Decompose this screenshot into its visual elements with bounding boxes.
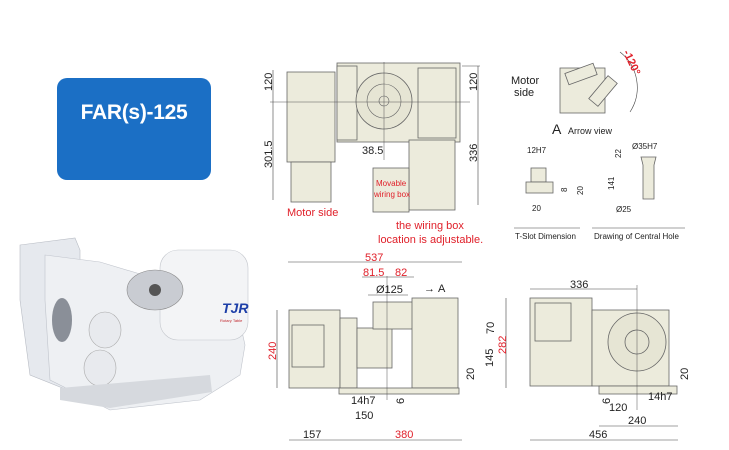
side-overall-width: 456 [589, 429, 607, 441]
arrow-view-drawing: Motor side -120° A Arrow view [511, 48, 642, 137]
front-key-height: 6 [395, 398, 407, 404]
front-dim-150: 150 [355, 410, 373, 422]
top-dim-left-top: 120 [263, 73, 275, 91]
model-title-badge: FAR(s)-125 [57, 78, 211, 180]
model-title: FAR(s)-125 [80, 101, 188, 124]
front-dim-20: 20 [465, 368, 477, 380]
photo-logo: TJR [222, 300, 249, 316]
hole-diameter: Ø25 [616, 205, 632, 214]
t-slot-depth-small: 8 [560, 187, 569, 192]
front-arrow-label: A [438, 283, 446, 295]
side-dim-120: 120 [609, 402, 627, 414]
t-slot-drawing: 12H7 8 20 20 T-Slot Dimension [514, 146, 585, 241]
front-overall-length: 537 [365, 252, 383, 264]
top-view-drawing: 120 301.5 120 336 38.5 Movable wiring bo… [263, 62, 483, 246]
wiring-box-label-1: Movable [376, 179, 407, 188]
front-offset-right: 82 [395, 267, 407, 279]
front-overall-height: 282 [497, 336, 509, 354]
arrow-motor-side-2: side [514, 87, 534, 99]
front-key-width: 14h7 [351, 395, 375, 407]
front-table-diameter: Ø125 [376, 284, 403, 296]
top-dim-offset: 38.5 [362, 145, 383, 157]
t-slot-width: 12H7 [527, 146, 547, 155]
arrow-view-letter: A [552, 121, 562, 137]
hole-depth: 141 [607, 176, 616, 190]
wiring-box-label-2: wiring box [373, 190, 410, 199]
hole-top-diameter: Ø35H7 [632, 142, 658, 151]
photo-logo-subtext: Rotary Table [220, 318, 243, 323]
top-dim-right-bottom: 336 [468, 144, 480, 162]
front-arrow-marker: → [424, 283, 435, 295]
t-slot-depth: 20 [576, 186, 585, 195]
arrow-motor-side-1: Motor [511, 75, 539, 87]
wiring-note-1: the wiring box [396, 220, 464, 232]
arrow-view-caption: Arrow view [568, 126, 613, 136]
front-view-drawing: 537 81.5 82 Ø125 → A 240 70 145 282 20 1… [267, 252, 509, 441]
front-dim-145: 145 [484, 349, 496, 367]
rotation-angle: -120° [620, 48, 642, 77]
side-key-height: 6 [601, 398, 613, 404]
product-photo: TJR Rotary Table [19, 237, 249, 411]
side-dim-240: 240 [628, 415, 646, 427]
front-dim-70: 70 [485, 322, 497, 334]
t-slot-caption: T-Slot Dimension [515, 232, 576, 241]
motor-side-label: Motor side [287, 207, 338, 219]
side-dim-20: 20 [679, 368, 691, 380]
central-hole-caption: Drawing of Central Hole [594, 232, 679, 241]
front-dim-157: 157 [303, 429, 321, 441]
hole-top-depth: 22 [614, 149, 623, 158]
side-view-drawing: 336 20 6 120 14h7 240 456 [529, 279, 691, 441]
central-hole-drawing: 22 141 Ø35H7 Ø25 Drawing of Central Hole [592, 142, 685, 241]
wiring-note-2: location is adjustable. [378, 234, 483, 246]
t-slot-base-width: 20 [532, 204, 541, 213]
side-key-width: 14h7 [648, 391, 672, 403]
front-height: 240 [267, 342, 279, 360]
top-dim-left-bottom: 301.5 [263, 140, 275, 168]
side-width: 336 [570, 279, 588, 291]
front-dim-380: 380 [395, 429, 413, 441]
front-offset-left: 81.5 [363, 267, 384, 279]
top-dim-right-top: 120 [468, 73, 480, 91]
